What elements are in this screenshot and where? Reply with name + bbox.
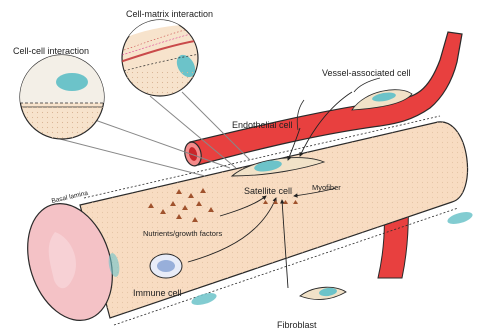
label-myofiber: Myofiber bbox=[312, 183, 341, 192]
label-satellite: Satellite cell bbox=[244, 186, 292, 196]
label-vessel-associated: Vessel-associated cell bbox=[322, 68, 411, 78]
myonucleus bbox=[446, 210, 474, 227]
label-fibroblast: Fibroblast bbox=[277, 320, 317, 330]
fibroblast bbox=[300, 287, 346, 300]
label-immune: Immune cell bbox=[133, 288, 182, 298]
label-cell-cell: Cell-cell interaction bbox=[13, 46, 89, 56]
label-cell-matrix: Cell-matrix interaction bbox=[126, 9, 213, 19]
label-nutrients: Nutrients/growth factors bbox=[143, 229, 222, 238]
myonucleus bbox=[190, 291, 218, 308]
label-endothelial: Endothelial cell bbox=[232, 120, 293, 130]
label-basal-lamina: Basal lamina bbox=[51, 190, 89, 205]
immune-cell bbox=[150, 254, 182, 278]
